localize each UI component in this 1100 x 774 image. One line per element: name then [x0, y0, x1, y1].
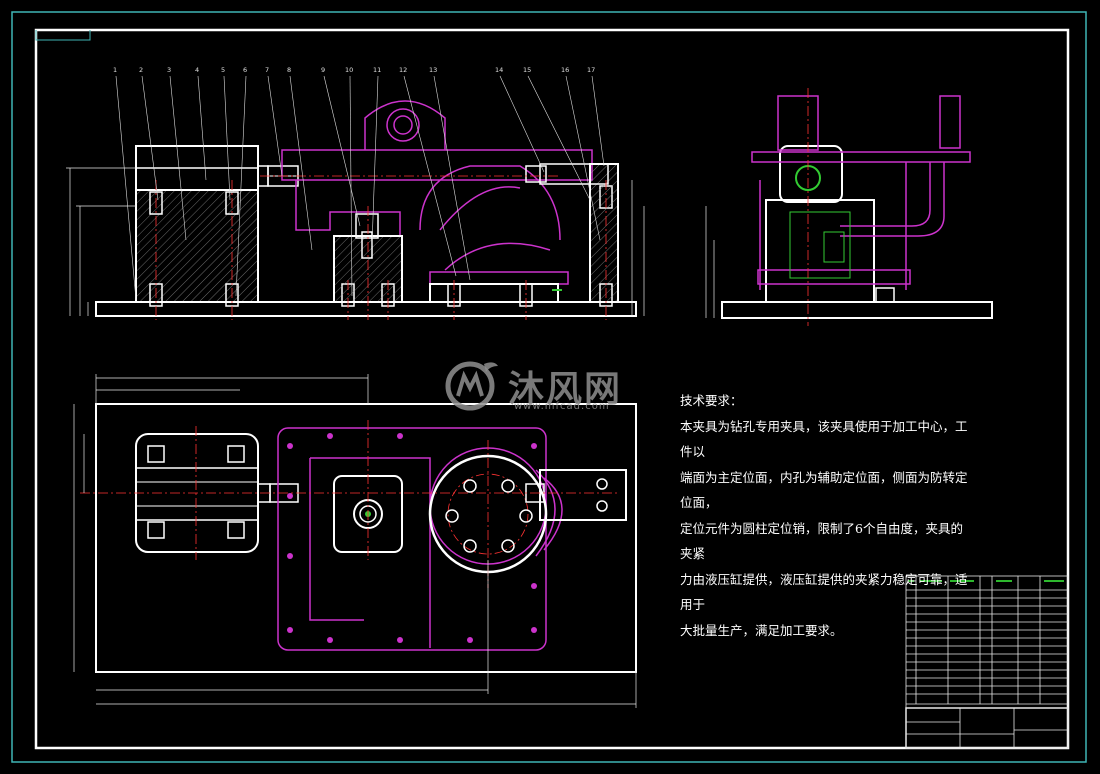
- part-number-5: 5: [221, 66, 225, 74]
- parts-list: [905, 575, 1069, 749]
- outer-border: [11, 11, 1087, 763]
- part-number-4: 4: [195, 66, 199, 74]
- technical-requirements: 技术要求： 本夹具为钻孔专用夹具，该夹具使用于加工中心，工件以 端面为主定位面，…: [680, 388, 970, 643]
- tech-line-2: 端面为主定位面，内孔为辅助定位面，侧面为防转定位面，: [680, 469, 968, 511]
- tech-line-1: 本夹具为钻孔专用夹具，该夹具使用于加工中心，工件以: [680, 418, 968, 460]
- code-box: [35, 30, 91, 41]
- front-base-plate: [95, 301, 637, 317]
- part-number-1: 1: [113, 66, 117, 74]
- part-number-6: 6: [243, 66, 247, 74]
- side-base-plate: [721, 301, 993, 319]
- part-number-16: 16: [561, 66, 569, 74]
- tech-title: 技术要求：: [680, 393, 743, 408]
- side-view: [705, 88, 993, 326]
- part-number-17: 17: [587, 66, 595, 74]
- tech-line-4: 力由液压缸提供，液压缸提供的夹紧力稳定可靠，适用于: [680, 571, 968, 613]
- tech-line-3: 定位元件为圆柱定位销，限制了6个自由度，夹具的夹紧: [680, 520, 963, 562]
- watermark-text: 沐风网: [508, 369, 623, 410]
- part-number-15: 15: [523, 66, 531, 74]
- part-number-12: 12: [399, 66, 407, 74]
- part-number-9: 9: [321, 66, 325, 74]
- front-view: 1 2 3 4 5 6 7 8 9 10 11 12 13 14 15 16 1…: [66, 66, 645, 320]
- mf-logo-icon: [445, 361, 498, 411]
- front-right-upright: [589, 163, 619, 303]
- tech-line-5: 大批量生产，满足加工要求。: [680, 622, 843, 638]
- part-number-7: 7: [265, 66, 269, 74]
- part-number-8: 8: [287, 66, 291, 74]
- part-number-3: 3: [167, 66, 171, 74]
- part-number-14: 14: [495, 66, 503, 74]
- watermark-url: www.mfcad.com: [514, 401, 610, 412]
- part-number-13: 13: [429, 66, 437, 74]
- top-view: [73, 374, 637, 708]
- part-number-2: 2: [139, 66, 143, 74]
- drawing-frame: [34, 28, 1070, 750]
- part-number-10: 10: [345, 66, 353, 74]
- top-base-plate: [95, 403, 637, 673]
- watermark: 沐风网 www.mfcad.com: [440, 356, 660, 414]
- part-number-11: 11: [373, 66, 381, 74]
